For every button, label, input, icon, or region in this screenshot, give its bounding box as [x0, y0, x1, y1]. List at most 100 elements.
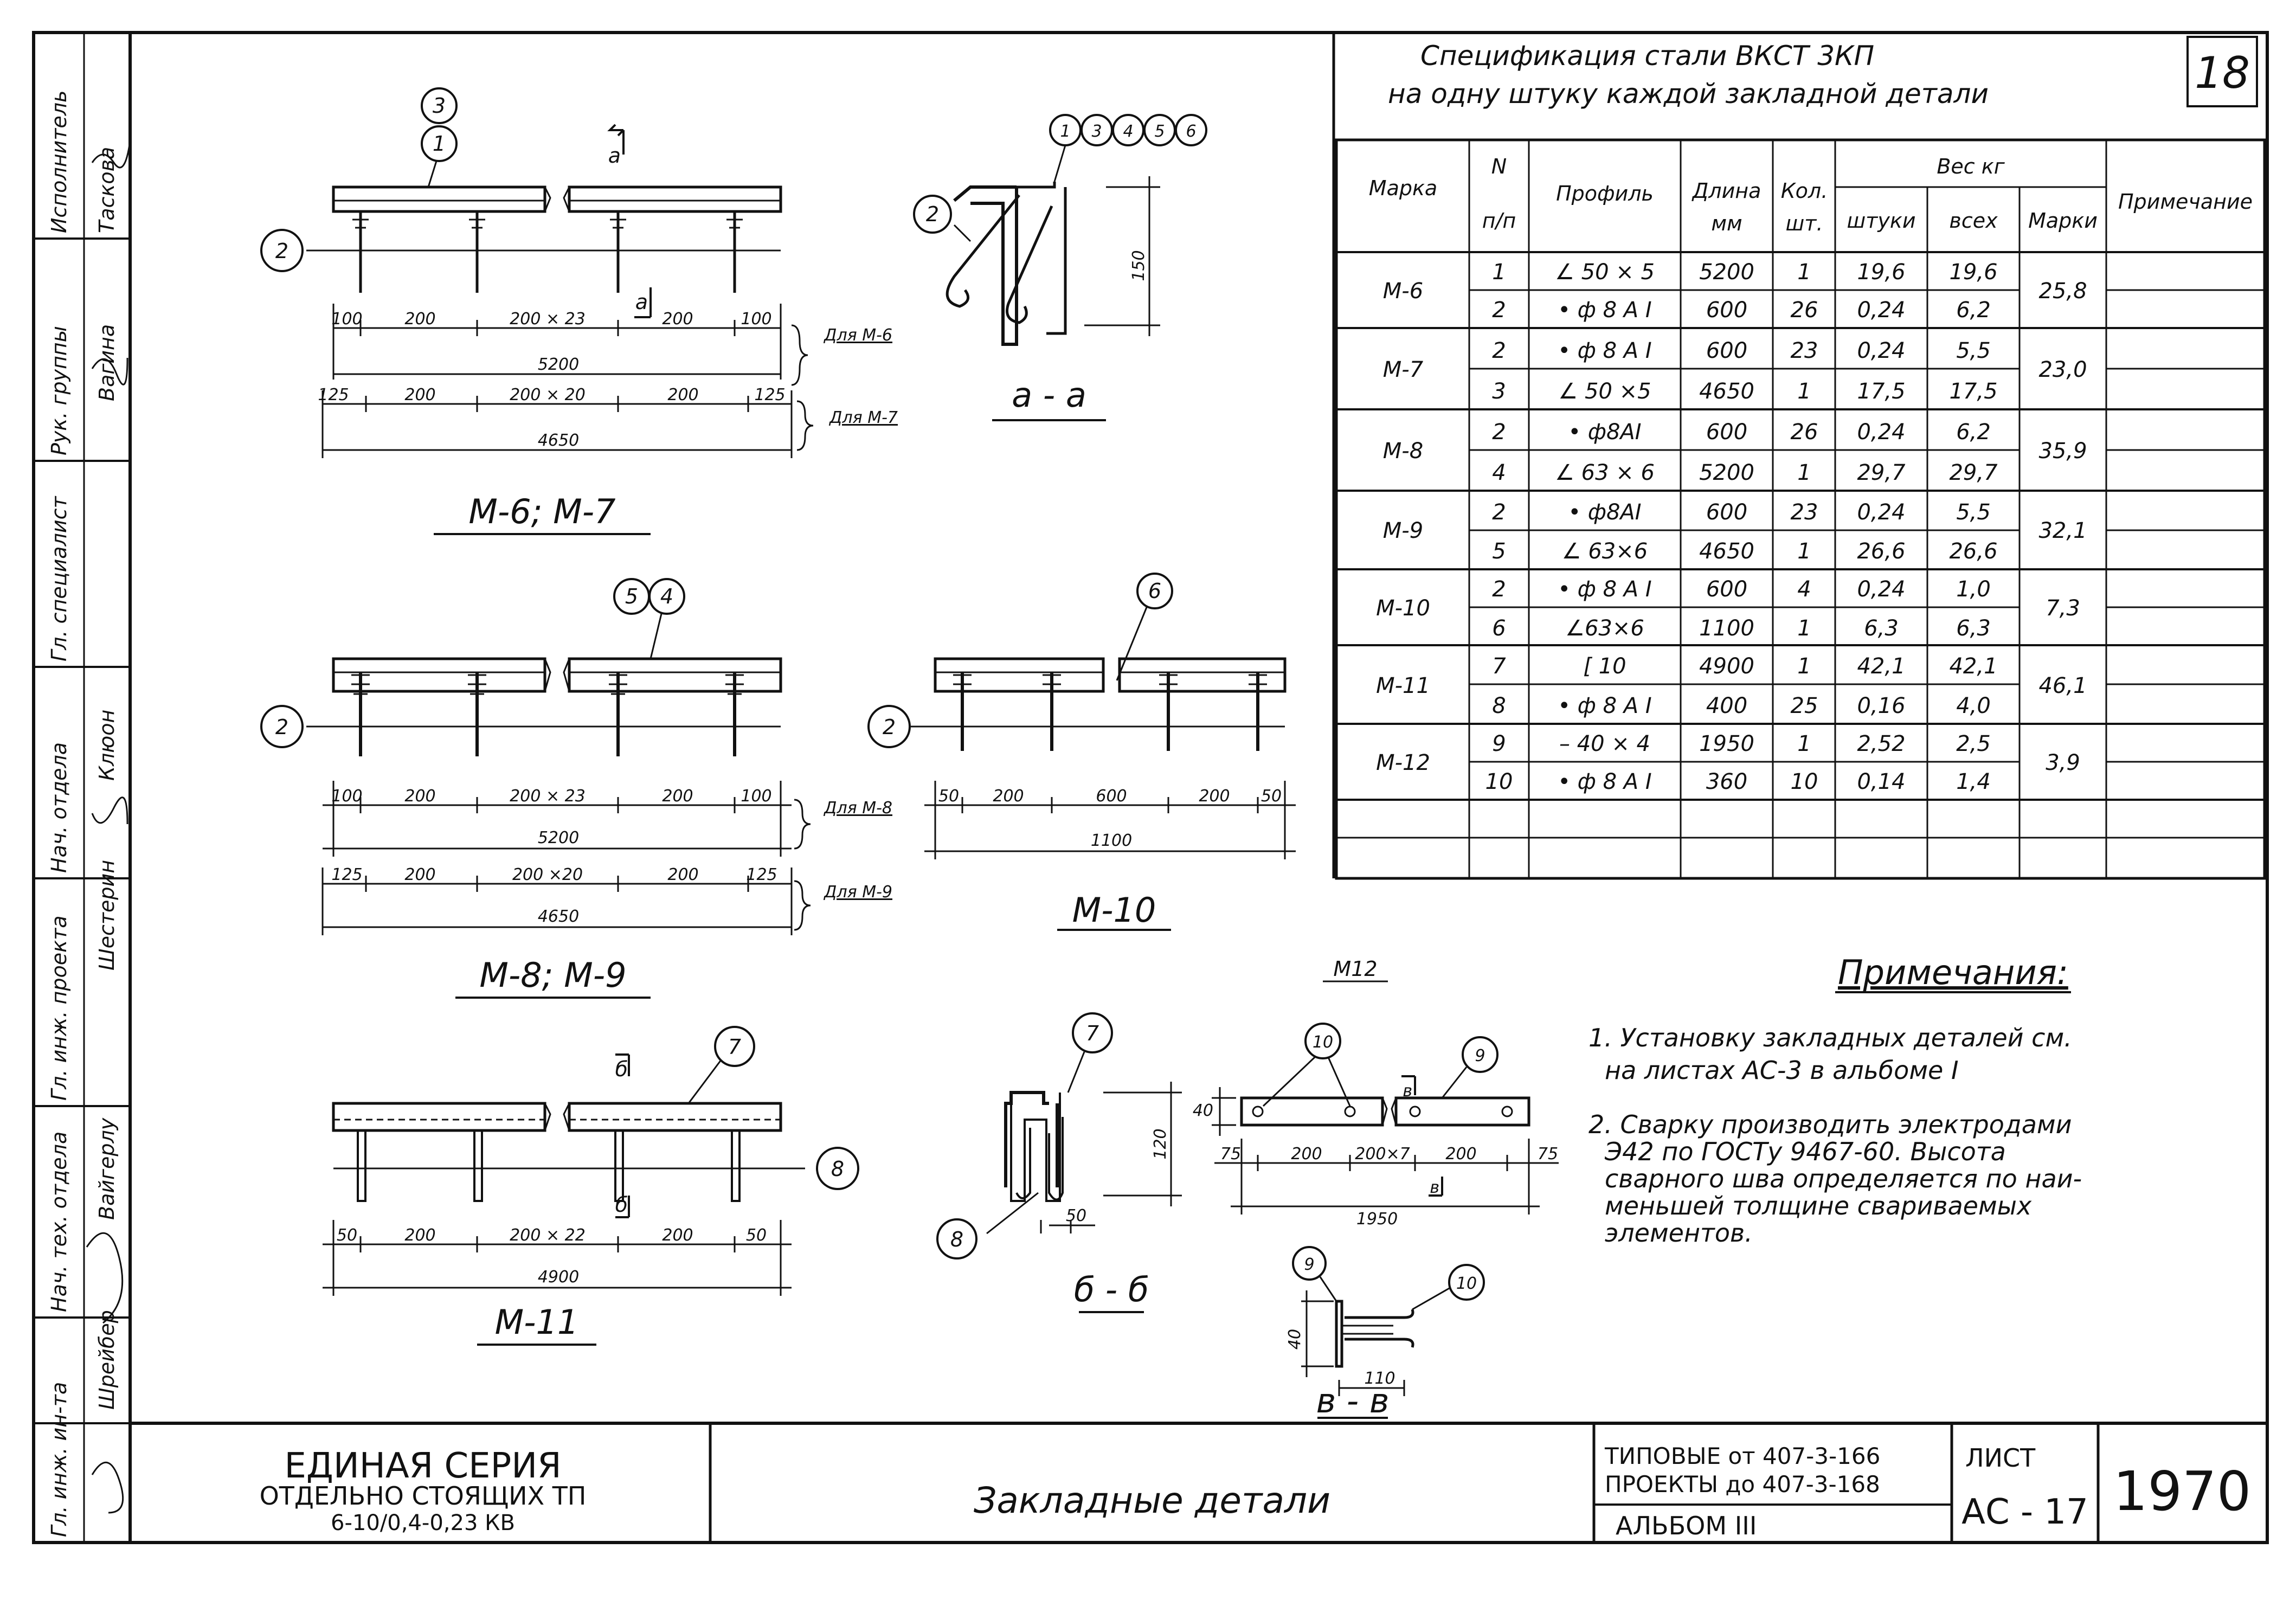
dim-m7-total: 4650 [538, 431, 579, 450]
callout-8 [936, 1218, 977, 1260]
callout-8-label: 8 [831, 1157, 844, 1181]
caption-m8-m9: М-8; М-9 [479, 955, 626, 995]
stamp-name-7: Шрейбер [95, 1310, 119, 1410]
drawing-section-bb-text: 7 8 120 50 б - б [936, 1012, 1170, 1309]
callout-9 [1462, 1036, 1498, 1073]
sheet-number: 18 [2195, 48, 2250, 98]
callout-2 [260, 705, 304, 748]
cell-profile: • ф 8 А I [1558, 577, 1651, 602]
dim-m8-1: 100 [331, 787, 362, 806]
th-num-bottom: п/п [1482, 209, 1516, 233]
cell-profile: ∠ 50 × 5 [1555, 260, 1655, 285]
side-stamp: Исполнитель Таскова Рук. группы Вагина Г… [34, 33, 131, 1543]
cell-profile: • ф 8 А I [1558, 693, 1651, 718]
signature-1 [91, 140, 131, 169]
note-1-line1: 1. Установку закладных деталей см. [1588, 1023, 2072, 1052]
dim-m10-2: 200 [993, 787, 1024, 806]
sheet-label: ЛИСТ [1965, 1443, 2036, 1473]
dim-m11-5: 50 [746, 1226, 767, 1245]
callout-5-label: 5 [625, 584, 638, 608]
section-mark-a-top: а [608, 144, 621, 168]
cell-n: 2 [1492, 420, 1506, 445]
cell-qty: 4 [1797, 577, 1811, 602]
cell-mark-m10: М-10 [1376, 596, 1430, 621]
cell-w-unit: 0,24 [1857, 577, 1905, 602]
th-qty-bottom: шт. [1786, 211, 1823, 235]
stamp-name-2: Вагина [95, 324, 119, 401]
cell-n: 6 [1492, 616, 1506, 641]
dim-m9-3: 200 ×20 [512, 865, 583, 884]
cell-w-all: 29,7 [1949, 460, 1998, 485]
cell-total-m6: 25,8 [2038, 279, 2087, 304]
th-length-top: Длина [1692, 179, 1761, 203]
spec-table-header: Марка N п/п Профиль Длина мм Кол. шт. Ве… [1369, 155, 2253, 235]
cell-length: 360 [1706, 769, 1747, 794]
drawing-m8-m9 [306, 657, 811, 999]
typical-line2: ПРОЕКТЫ до 407-3-168 [1605, 1471, 1880, 1498]
cell-mark-m9: М-9 [1383, 518, 1423, 543]
drawing-section-aa-text: 1 3 4 5 6 2 150 а - а [913, 114, 1207, 415]
callout-10-label: 10 [1456, 1274, 1477, 1293]
section-mark-b-bottom: б [615, 1193, 628, 1217]
callout-6 [1136, 573, 1173, 609]
cell-n: 9 [1492, 731, 1506, 756]
note-2-line4: меньшей толщине свариваемых [1605, 1191, 2032, 1220]
stamp-role-3: Гл. специалист [47, 496, 71, 661]
cell-n: 8 [1492, 693, 1506, 718]
cell-length: 600 [1706, 338, 1747, 363]
dim-m11-total: 4900 [538, 1268, 579, 1287]
th-weight-unit: штуки [1847, 209, 1915, 233]
stamp-name-5: Шестерин [95, 860, 119, 971]
cell-profile: – 40 × 4 [1559, 731, 1650, 756]
cell-profile: • ф 8 А I [1558, 769, 1651, 794]
callout-2-label: 2 [275, 239, 288, 263]
cell-qty: 1 [1797, 379, 1811, 404]
cell-length: 600 [1706, 420, 1747, 445]
caption-m12: М12 [1333, 957, 1377, 981]
dim-m6-5: 100 [741, 310, 771, 329]
dim-vv-height: 40 [1285, 1329, 1304, 1350]
cell-w-unit: 0,14 [1857, 769, 1905, 794]
dim-for-m9: Для М-9 [823, 883, 892, 902]
cell-n: 1 [1492, 260, 1506, 285]
cell-length: 4650 [1699, 539, 1754, 564]
drawing-name: Закладные детали [974, 1480, 1330, 1521]
dim-m6-total: 5200 [538, 355, 579, 374]
cell-n: 2 [1492, 298, 1506, 323]
cell-qty: 25 [1791, 693, 1818, 718]
note-2-line3: сварного шва определяется по наи- [1605, 1164, 2082, 1193]
spec-table-body: М-6 25,8 1 ∠ 50 × 5 5200 1 19,6 19,6 2 •… [1376, 260, 2087, 794]
cell-w-all: 6,2 [1956, 420, 1991, 445]
section-mark-v-bottom: в [1430, 1178, 1439, 1197]
cell-w-unit: 6,3 [1864, 616, 1899, 641]
cell-total-m9: 32,1 [2038, 518, 2087, 543]
callout-10 [1304, 1023, 1341, 1059]
cell-length: 400 [1706, 693, 1747, 718]
dim-m12-4: 200 [1445, 1145, 1476, 1164]
callout-2-label: 2 [883, 715, 896, 739]
dim-m7-4: 200 [667, 385, 698, 404]
note-1-line2: на листах АС-3 в альбоме I [1605, 1056, 1959, 1085]
callout-2 [867, 705, 911, 748]
th-mark: Марка [1369, 176, 1437, 200]
cell-w-unit: 0,24 [1857, 298, 1905, 323]
drawing-section-aa [946, 176, 1160, 421]
callout-8 [816, 1147, 859, 1190]
title-block-text: ЕДИНАЯ СЕРИЯ ОТДЕЛЬНО СТОЯЩИХ ТП 6-10/0,… [260, 1443, 2252, 1540]
note-2-line5: элементов. [1605, 1218, 1753, 1248]
callout-7 [714, 1026, 755, 1067]
cell-length: 1100 [1699, 616, 1754, 641]
cell-qty: 10 [1791, 769, 1818, 794]
stamp-role-2: Рук. группы [47, 326, 71, 455]
cell-profile: ∠ 63×6 [1562, 539, 1648, 564]
callout-6-label: 6 [1148, 579, 1161, 603]
cell-w-unit: 17,5 [1857, 379, 1905, 404]
cell-qty: 1 [1797, 616, 1811, 641]
cell-mark-m8: М-8 [1383, 439, 1423, 464]
dim-m9-2: 200 [404, 865, 435, 884]
cell-profile: • ф8АI [1568, 500, 1641, 525]
dim-m11-1: 50 [337, 1226, 357, 1245]
callout-3 [421, 87, 458, 124]
drawing-section-vv [1301, 1290, 1414, 1419]
cell-mark-m6: М-6 [1383, 279, 1423, 304]
